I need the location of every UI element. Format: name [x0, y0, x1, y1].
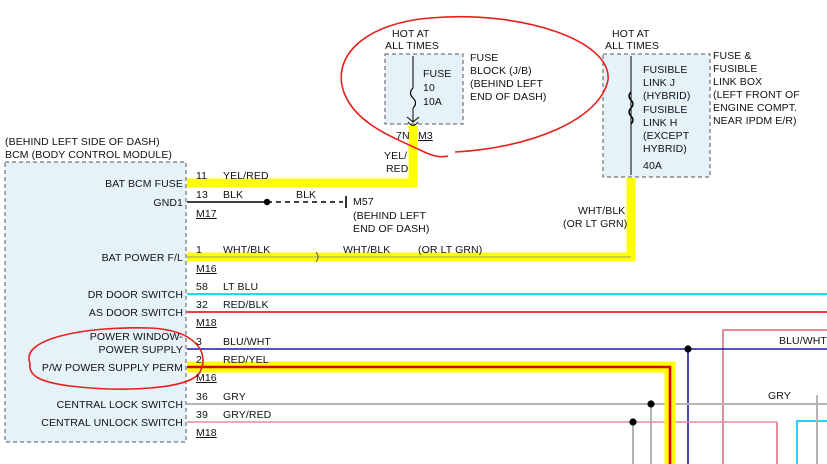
pin-number: 32	[196, 299, 208, 311]
fuse-block-desc: BLOCK (J/B)	[470, 65, 532, 77]
wire-wht-blk-mid-label: WHT/BLK	[343, 244, 391, 256]
annotation-circle-fuse	[340, 15, 609, 158]
wire-red-yel-core	[187, 365, 672, 464]
ground-id: M57	[353, 196, 374, 208]
pin-number: 3	[196, 336, 202, 348]
connector-chevron-icon	[406, 116, 420, 123]
link-box-desc: (LEFT FRONT OF	[713, 89, 800, 101]
link-box-desc: LINK BOX	[713, 76, 763, 88]
ground-location-2: END OF DASH)	[353, 223, 430, 235]
link-box-desc: FUSIBLE	[713, 63, 758, 75]
bcm-location: (BEHIND LEFT SIDE OF DASH)	[5, 136, 160, 148]
wire-blu-wht-right-label: BLU/WHT	[779, 335, 827, 347]
annotation-circle-pw	[28, 327, 204, 390]
link-box-desc: ENGINE COMPT.	[713, 102, 798, 114]
pin-label-bat-bcm-fuse: BAT BCM FUSE	[105, 178, 183, 190]
wire-color-label: WHT/BLK	[223, 244, 271, 256]
wire-color-label: BLK	[223, 189, 244, 201]
pin-number: 2	[196, 354, 202, 366]
fuse-rating: 10A	[423, 96, 442, 108]
wire-alt-label: (OR LT GRN)	[418, 244, 483, 256]
fuse-label: FUSE	[423, 68, 452, 80]
link-j-label: (HYBRID)	[643, 90, 691, 102]
connector-id: M18	[196, 317, 217, 329]
link-rating: 40A	[643, 160, 662, 172]
link-h-label: (EXCEPT	[643, 130, 690, 142]
bcm-name: BCM (BODY CONTROL MODULE)	[5, 149, 173, 161]
pin-label-as-door-switch: AS DOOR SWITCH	[88, 307, 183, 319]
wire-color-label: LT BLU	[223, 281, 259, 293]
wire-gry-right-label: GRY	[768, 390, 791, 402]
pin-number: 36	[196, 391, 208, 403]
pin-number: 1	[196, 244, 202, 256]
ground-location: (BEHIND LEFT	[353, 210, 426, 222]
fuse-hot-label: HOT AT	[392, 28, 430, 40]
wire-color-label: YEL/RED	[223, 170, 269, 182]
fuse-block-desc: END OF DASH)	[470, 91, 547, 103]
inline-connector-icon	[315, 251, 319, 263]
fuse-number: 10	[423, 82, 435, 94]
connector-id: M17	[196, 208, 217, 220]
wire-color-label: GRY/RED	[223, 409, 272, 421]
connector-id: M18	[196, 427, 217, 439]
fuse-connector: M3	[418, 130, 433, 142]
wire-color-label: RED/BLK	[223, 299, 269, 311]
pin-label-power-window: POWER WINDOW-	[89, 331, 183, 343]
fuse-hot-label-2: ALL TIMES	[385, 40, 440, 52]
pin-label-dr-door-switch: DR DOOR SWITCH	[87, 289, 183, 301]
link-j-label: LINK J	[643, 77, 676, 89]
pin-number: 39	[196, 409, 208, 421]
splice-dot	[684, 345, 692, 353]
link-hot-label-2: ALL TIMES	[605, 40, 660, 52]
fuse-pin: 7N	[396, 130, 410, 142]
connector-id: M16	[196, 372, 217, 384]
connector-id: M16	[196, 263, 217, 275]
pin-label-pw-supply-perm: P/W POWER SUPPLY PERM	[41, 362, 183, 374]
wire-blk-label: BLK	[296, 189, 317, 201]
fuse-block-desc: FUSE	[470, 52, 499, 64]
fuse-block-box	[384, 53, 464, 125]
fuse-link-box	[602, 53, 711, 178]
wire-lt-blu-2	[796, 420, 827, 464]
fusible-link-j-icon	[628, 91, 634, 109]
fuse-out-wire: YEL/	[384, 150, 408, 162]
link-hot-label: HOT AT	[612, 28, 650, 40]
bcm-module-box	[4, 161, 187, 443]
connector-cup-icon	[407, 121, 419, 126]
pin-label-gnd1: GND1	[153, 197, 183, 209]
splice-dot	[647, 400, 655, 408]
wire-color-label: GRY	[223, 391, 246, 403]
fuse-symbol-icon	[409, 87, 417, 109]
link-h-label: LINK H	[643, 117, 678, 129]
pin-number: 11	[196, 170, 208, 182]
link-box-desc: FUSE &	[713, 50, 752, 62]
link-box-desc: NEAR IPDM E/R)	[713, 115, 797, 127]
fusible-link-h-icon	[628, 107, 634, 125]
link-j-label: FUSIBLE	[643, 64, 688, 76]
splice-dot	[263, 198, 271, 206]
link-out-wire: WHT/BLK	[578, 205, 626, 217]
link-h-label: HYBRID)	[643, 143, 687, 155]
pin-label-central-unlock: CENTRAL UNLOCK SWITCH	[41, 417, 183, 429]
pin-number: 58	[196, 281, 208, 293]
pin-number: 13	[196, 189, 208, 201]
pin-label-bat-power-fl: BAT POWER F/L	[101, 252, 183, 264]
wire-color-label: RED/YEL	[223, 354, 269, 366]
wire-color-label: BLU/WHT	[223, 336, 271, 348]
splice-dot	[629, 418, 637, 426]
link-h-label: FUSIBLE	[643, 104, 688, 116]
wire-pink-1	[722, 329, 827, 464]
pin-label-central-lock: CENTRAL LOCK SWITCH	[56, 399, 183, 411]
link-out-wire-2: (OR LT GRN)	[563, 218, 628, 230]
wire-yel-red	[187, 126, 418, 188]
pin-label-power-supply: POWER SUPPLY	[98, 344, 183, 356]
fuse-block-desc: (BEHIND LEFT	[470, 78, 543, 90]
fuse-out-wire-2: RED	[386, 163, 409, 175]
